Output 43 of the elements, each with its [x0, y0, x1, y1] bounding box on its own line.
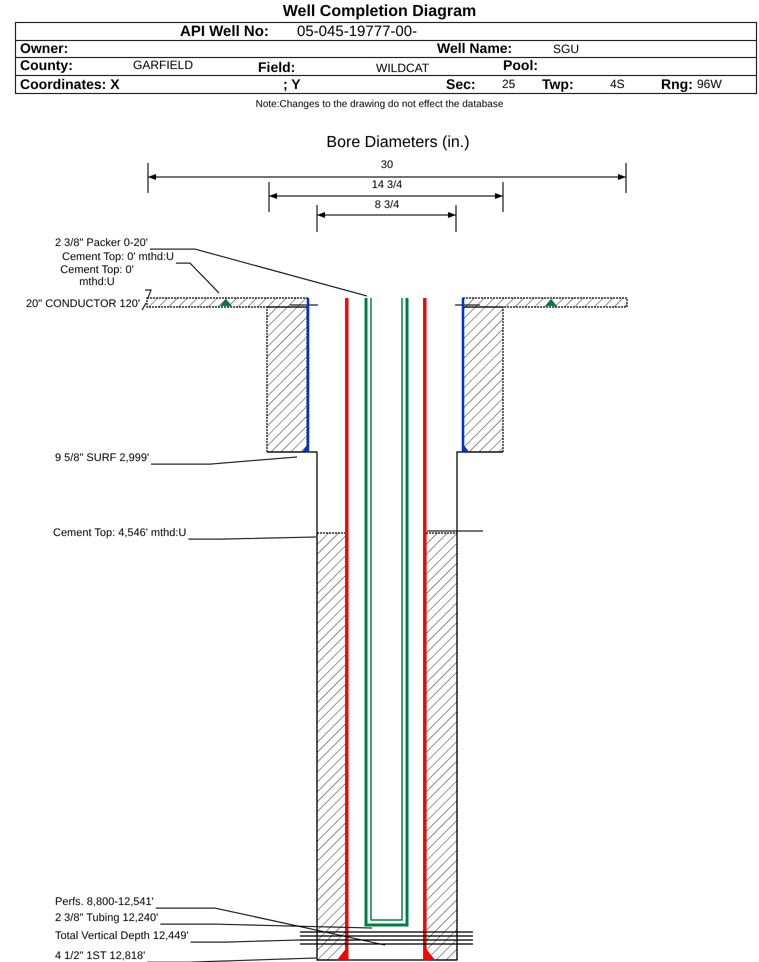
field-label: Owner: — [20, 41, 68, 56]
field-label: Sec: — [446, 77, 476, 92]
field-label: Field: — [258, 60, 296, 76]
leader-line — [149, 248, 368, 296]
field-value: 96W — [697, 78, 722, 92]
dimension-label: 8 3/4 — [374, 199, 400, 212]
field-label: Twp: — [542, 77, 574, 92]
field-value: 05-045-19777-00- — [297, 24, 418, 40]
field-label: ; Y — [283, 77, 301, 92]
chart-heading: Bore Diameters (in.) — [325, 134, 471, 152]
callout-text: 4 1/2" 1ST 12,818' — [55, 950, 146, 962]
callout-text: 9 5/8" SURF 2,999' — [55, 452, 150, 464]
note: Note:Changes to the drawing do not effect the database — [254, 99, 504, 110]
leader-line — [160, 924, 372, 928]
callout-text: Cement Top: 0' mthd:U — [59, 264, 135, 288]
leader-line — [190, 940, 300, 943]
field-label: Rng: — [661, 77, 693, 92]
field-label: API Well No: — [180, 24, 269, 40]
callout-text: 2 3/8" Tubing 12,240' — [55, 912, 158, 924]
field-label: Coordinates: X — [20, 77, 120, 92]
leader-line — [150, 456, 298, 465]
callout-text: Perfs. 8,800-12,541' — [55, 896, 154, 908]
callout-text: Total Vertical Depth 12,449' — [55, 930, 189, 942]
field-label: County: — [20, 58, 73, 74]
callout-text: 2 3/8" Packer 0-20' — [55, 237, 148, 250]
leader-line — [175, 262, 220, 294]
field-label: Well Name: — [437, 41, 512, 56]
dimension-label: 30 — [380, 159, 394, 172]
title: Well Completion Diagram — [282, 3, 478, 21]
callout-text: Cement Top: 4,546' mthd:U — [53, 527, 186, 540]
leader-line — [188, 536, 316, 540]
dimension-label: 14 3/4 — [370, 179, 404, 192]
field-label: Pool: — [503, 58, 538, 74]
callout-text: 20" CONDUCTOR 120' — [26, 298, 140, 310]
leader-line — [155, 908, 386, 946]
field-value: WILDCAT — [376, 62, 430, 76]
field-value: SGU — [553, 43, 580, 56]
field-value: 4S — [610, 78, 625, 92]
callout-text: Cement Top: 0' mthd:U — [62, 251, 174, 264]
field-value: 25 — [502, 78, 516, 92]
leader-line — [146, 958, 316, 962]
leader-line — [142, 302, 146, 311]
field-value: GARFIELD — [133, 59, 194, 72]
